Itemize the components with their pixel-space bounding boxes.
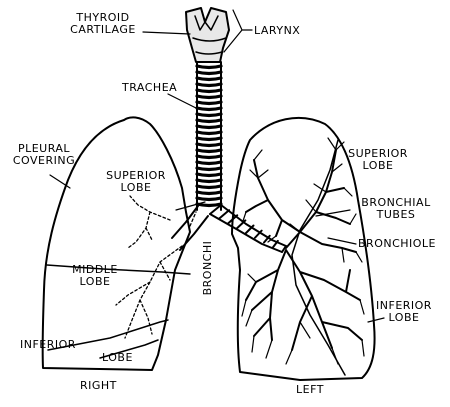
left-bronchiole-fine	[241, 137, 365, 365]
trachea-ring	[195, 118, 223, 124]
right-label: RIGHT	[80, 379, 117, 392]
trachea-ring	[195, 136, 223, 142]
leader-bronchiole	[327, 237, 357, 245]
trachea-ring	[195, 190, 223, 196]
trachea-ring	[195, 106, 223, 112]
left-oblique-fissure	[291, 139, 346, 376]
middle-lobe-line2: LOBE	[79, 275, 111, 288]
bronchus-ring	[245, 224, 255, 234]
right-bronchial-tree	[115, 195, 197, 339]
leader-pleural	[49, 174, 71, 189]
superior-right-line2: LOBE	[120, 181, 152, 194]
trachea-ring	[195, 70, 223, 76]
trachea-ring	[195, 196, 223, 202]
bronchus-rings	[209, 204, 287, 253]
inferior-lobe-left-label: INFERIOR LOBE	[368, 300, 440, 324]
thyroid-cartilage-label: THYROID CARTILAGE	[62, 12, 144, 36]
thyroid-label-line1: THYROID	[76, 11, 130, 24]
superior-lobe-left-label: SUPERIOR LOBE	[340, 148, 416, 172]
trachea-ring	[195, 160, 223, 166]
trachea-ring	[195, 64, 223, 70]
larynx-label: LARYNX	[254, 24, 301, 37]
right-lower-fissure	[99, 339, 159, 359]
trachea-ring	[195, 154, 223, 160]
trachea-ring	[195, 166, 223, 172]
leader-superior-right	[175, 201, 206, 211]
bronchiole-label: BRONCHIOLE	[358, 237, 437, 250]
trachea-ring	[195, 184, 223, 190]
bronchi-label: BRONCHI	[201, 240, 214, 296]
superior-left-line1: SUPERIOR	[348, 147, 408, 160]
leader-inferior-left	[367, 317, 385, 323]
trachea-ring	[195, 124, 223, 130]
trachea-ring	[195, 202, 223, 208]
right-oblique-fissure	[47, 319, 169, 351]
superior-lobe-right-label: SUPERIOR LOBE	[96, 170, 176, 194]
inferior-right-label: INFERIOR	[20, 338, 76, 351]
bronchus-ring	[209, 204, 222, 215]
trachea-ring	[195, 88, 223, 94]
inferior-left-line2: LOBE	[388, 311, 420, 324]
pleural-label-line2: COVERING	[12, 154, 76, 167]
bronchus-ring	[281, 245, 287, 253]
middle-lobe-label: MIDDLE LOBE	[64, 264, 126, 288]
bronchial-tubes-label: BRONCHIAL TUBES	[352, 197, 440, 221]
trachea-ring	[195, 112, 223, 118]
right-horizontal-fissure	[46, 264, 191, 275]
leader-larynx	[223, 9, 253, 53]
bronchus-ring	[272, 239, 279, 249]
bronchus-ring	[218, 209, 231, 220]
pleural-label-line1: PLEURAL	[17, 142, 71, 155]
right-lung-outline	[41, 116, 191, 371]
bronchial-tubes-line2: TUBES	[376, 208, 416, 221]
trachea-ring	[195, 172, 223, 178]
bronchus-ring	[263, 234, 271, 244]
trachea-label: TRACHEA	[122, 81, 178, 94]
bronchial-tubes-line1: BRONCHIAL	[361, 196, 431, 209]
trachea-ring	[195, 178, 223, 184]
trachea-ring	[195, 76, 223, 82]
superior-right-line1: SUPERIOR	[106, 169, 166, 182]
trachea-rings	[195, 64, 223, 208]
lobe-right-label: LOBE	[102, 351, 133, 364]
leader-thyroid	[142, 31, 191, 35]
pleural-covering-label: PLEURAL COVERING	[8, 143, 80, 167]
thyroid-cartilage-detail	[192, 15, 227, 55]
trachea-ring	[195, 142, 223, 148]
trachea-ring	[195, 130, 223, 136]
superior-left-line2: LOBE	[362, 159, 394, 172]
inferior-left-line1: INFERIOR	[376, 299, 432, 312]
leader-bronchial-tubes	[315, 209, 351, 217]
leader-trachea	[167, 93, 197, 109]
bronchus-ring	[254, 229, 263, 239]
trachea-ring	[195, 94, 223, 100]
left-bronchial-tree	[245, 149, 363, 351]
bronchus-ring	[236, 219, 247, 230]
left-label: LEFT	[296, 383, 324, 396]
trachea-ring	[195, 148, 223, 154]
left-lung-outline	[231, 117, 376, 381]
thyroid-label-line2: CARTILAGE	[70, 23, 136, 36]
middle-lobe-line1: MIDDLE	[72, 263, 118, 276]
trachea-ring	[195, 100, 223, 106]
trachea-ring	[195, 82, 223, 88]
